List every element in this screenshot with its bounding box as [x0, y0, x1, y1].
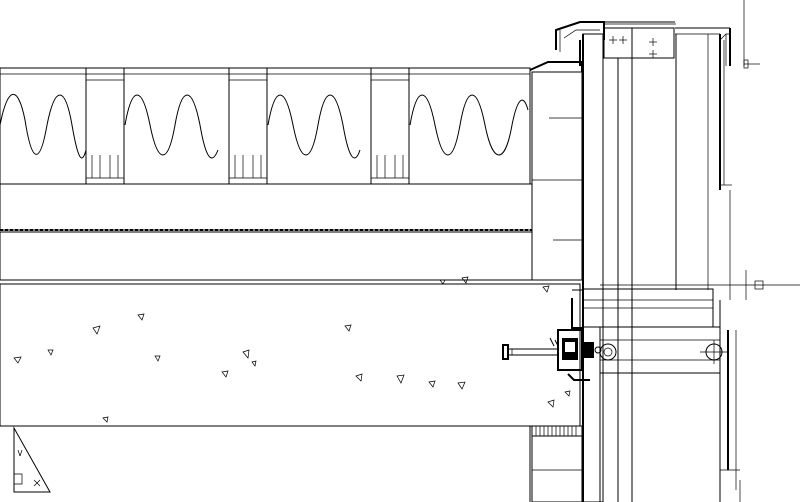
roof-screed-layer [0, 231, 580, 281]
parapet-masonry [531, 71, 583, 281]
parapet-coping [529, 21, 605, 72]
parapet-insulation [582, 33, 604, 502]
anchor-bolt [502, 329, 602, 371]
wall-masonry-below [529, 425, 583, 502]
stair-triangle-icon [13, 426, 51, 493]
drainage-insulation-layer [0, 183, 533, 231]
section-marker-icon [754, 280, 764, 290]
window-frame [582, 0, 800, 502]
sill-flashing [567, 289, 590, 381]
drainage-channels [85, 67, 410, 185]
green-roof-substrate [0, 67, 531, 185]
concrete-slab [0, 276, 581, 427]
